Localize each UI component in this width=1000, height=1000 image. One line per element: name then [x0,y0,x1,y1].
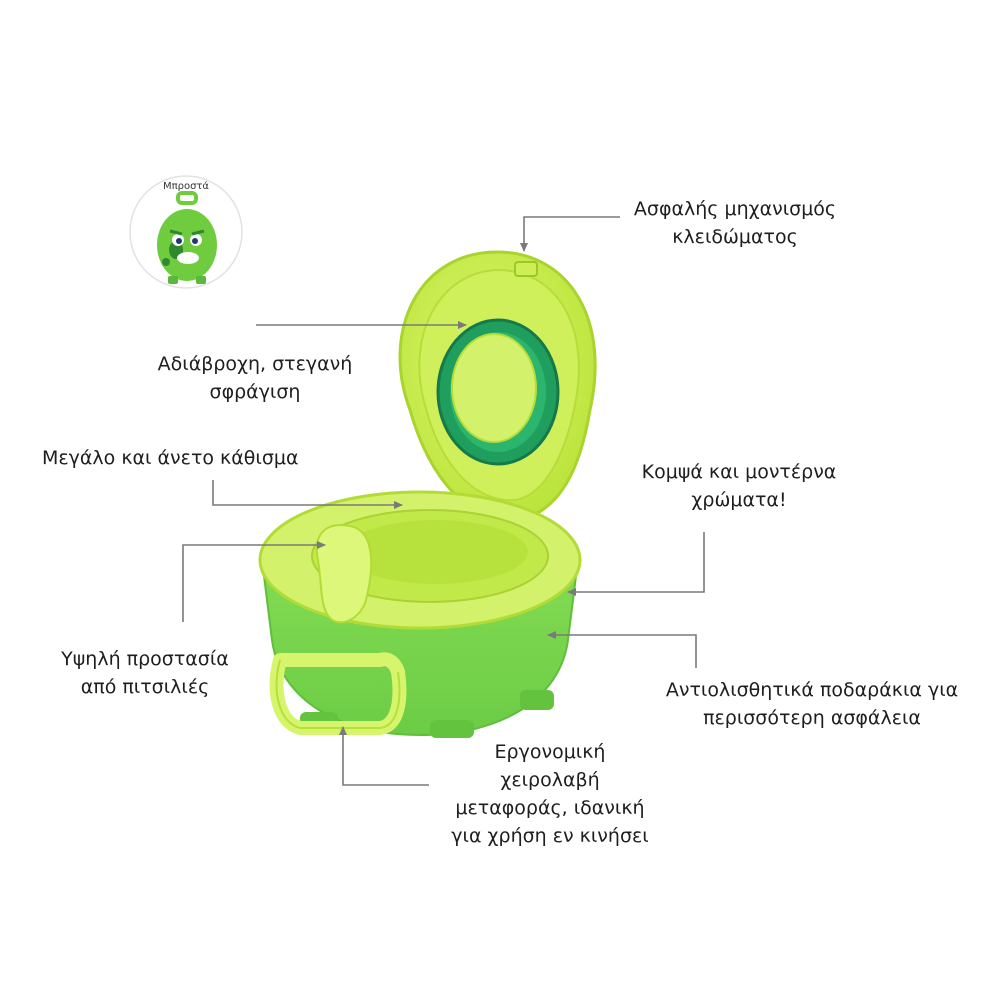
callout-seal: Αδιάβροχη, στεγανή σφράγιση [130,350,380,406]
callout-locking-line-2: κλειδώματος [672,226,798,248]
front-view-badge [129,175,243,289]
front-view-label: Μπροστά [162,181,210,192]
connector-handle [339,726,429,786]
lock-latch [514,261,538,277]
callout-seal-line-2: σφράγιση [209,381,301,403]
callout-splash: Υψηλή προστασία από πιτσιλιές [30,645,260,701]
callout-feet-line-1: Αντιολισθητικά ποδαράκια για [665,679,959,701]
mascot-potty-icon [157,191,217,284]
connector-feet [547,631,697,668]
callout-splash-line-2: από πιτσιλιές [80,676,210,698]
carry-handle [269,652,407,735]
callout-handle-line-3: μεταφοράς, ιδανική [455,797,645,819]
potty-lid [398,250,597,522]
splash-guard [315,524,373,624]
callout-feet-line-2: περισσότερη ασφάλεια [703,707,921,729]
callout-handle-line-2: χειρολαβή [500,769,600,791]
connector-colors [567,532,705,596]
potty-seat [258,490,582,630]
connector-seat [212,480,403,509]
connector-locking [520,216,620,252]
connector-splash [182,541,326,622]
callout-handle-line-1: Εργονομική [494,741,606,763]
callout-locking: Ασφαλής μηχανισμός κλειδώματος [610,195,860,251]
callout-feet: Αντιολισθητικά ποδαράκια για περισσότερη… [652,676,972,732]
callout-colors-line-2: χρώματα! [691,489,787,511]
callout-seat-line-1: Μεγάλο και άνετο κάθισμα [42,447,299,469]
callout-seal-line-1: Αδιάβροχη, στεγανή [157,353,353,375]
callout-handle-line-4: για χρήση εν κινήσει [451,825,649,847]
callout-splash-line-1: Υψηλή προστασία [61,648,229,670]
callout-colors-line-1: Κομψά και μοντέρνα [641,461,837,483]
callout-locking-line-1: Ασφαλής μηχανισμός [633,198,837,220]
callout-seat: Μεγάλο και άνετο κάθισμα [42,444,298,472]
callout-colors: Κομψά και μοντέρνα χρώματα! [614,458,864,514]
callout-handle: Εργονομική χειρολαβή μεταφοράς, ιδανική … [425,738,675,850]
callout-connectors [182,216,705,786]
